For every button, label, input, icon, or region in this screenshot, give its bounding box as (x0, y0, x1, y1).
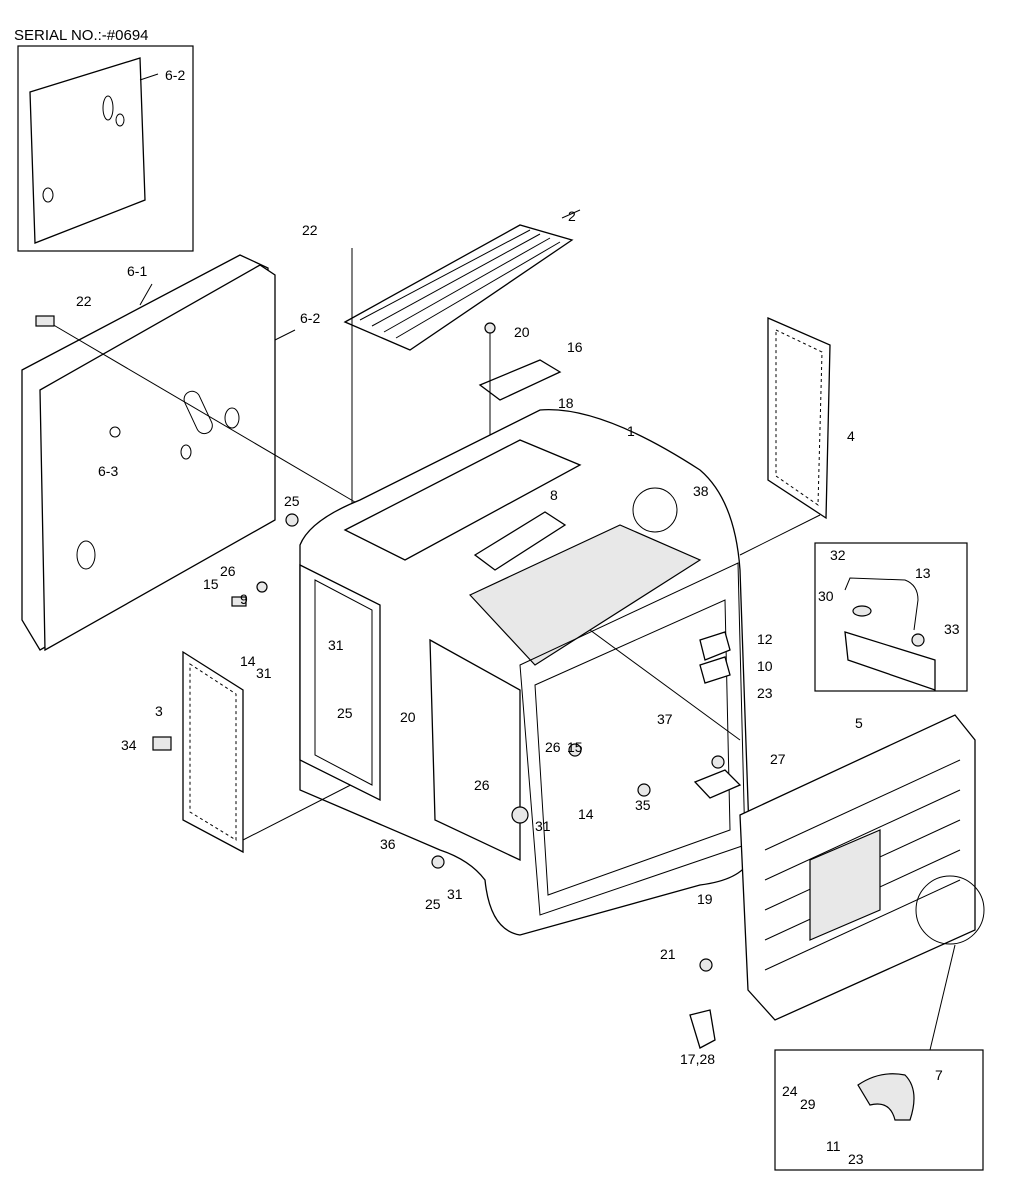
callout: 26 (545, 739, 561, 755)
callout: 8 (550, 487, 558, 503)
door-frame (231, 513, 381, 802)
hinge-parts (431, 631, 742, 972)
callout: 6-2 (300, 310, 320, 326)
callout: 31 (328, 637, 344, 653)
callout: 23 (848, 1151, 864, 1167)
callout: 14 (578, 806, 594, 822)
callout: 22 (76, 293, 92, 309)
callout: 25 (337, 705, 353, 721)
grille-right (767, 317, 831, 520)
callout: 6-2 (165, 67, 185, 83)
callout: 37 (657, 711, 673, 727)
callout: 4 (847, 428, 855, 444)
callout: 12 (757, 631, 773, 647)
callout: 23 (757, 685, 773, 701)
callout: 25 (425, 896, 441, 912)
callout: 38 (693, 483, 709, 499)
callout: 10 (757, 658, 773, 674)
side-panel (21, 254, 361, 652)
callout: 26 (220, 563, 236, 579)
callout: 36 (380, 836, 396, 852)
callout: 1 (627, 423, 635, 439)
callout: 9 (240, 591, 248, 607)
callout: 31 (256, 665, 272, 681)
callout: 5 (855, 715, 863, 731)
callout: 17,28 (680, 1051, 715, 1067)
callout: 13 (915, 565, 931, 581)
callout: 15 (567, 739, 583, 755)
step-ladder (343, 209, 581, 520)
callout: 19 (697, 891, 713, 907)
callout: 6-1 (127, 263, 147, 279)
callout: 21 (660, 946, 676, 962)
main-frame (299, 408, 821, 936)
callout: 11 (826, 1138, 841, 1154)
callout: 18 (558, 395, 574, 411)
callout: 33 (944, 621, 960, 637)
callout: 20 (514, 324, 530, 340)
callout: 25 (284, 493, 300, 509)
callout: 3 (155, 703, 163, 719)
inset-handle (814, 542, 968, 692)
callout: 16 (567, 339, 583, 355)
callout: 24 (782, 1083, 798, 1099)
door-grille (689, 714, 985, 1171)
callout: 26 (474, 777, 490, 793)
callout: 14 (240, 653, 256, 669)
callout: 29 (800, 1096, 816, 1112)
callout: 15 (203, 576, 219, 592)
callout: 20 (400, 709, 416, 725)
callout: 30 (818, 588, 834, 604)
callout: 31 (535, 818, 551, 834)
callout: 6-3 (98, 463, 118, 479)
callout: 34 (121, 737, 137, 753)
callout: 35 (635, 797, 651, 813)
inset-panel-6-2 (17, 45, 194, 252)
callout-labels: 6-2 2 22 6-1 22 6-2 20 16 18 1 4 6-3 38 … (76, 67, 960, 1167)
callout: 22 (302, 222, 318, 238)
callout: 27 (770, 751, 786, 767)
callout: 32 (830, 547, 846, 563)
callout: 2 (568, 208, 576, 224)
callout: 7 (935, 1067, 943, 1083)
grille-left (152, 650, 381, 854)
callout: 31 (447, 886, 463, 902)
serial-number: SERIAL NO.:-#0694 (14, 27, 149, 44)
